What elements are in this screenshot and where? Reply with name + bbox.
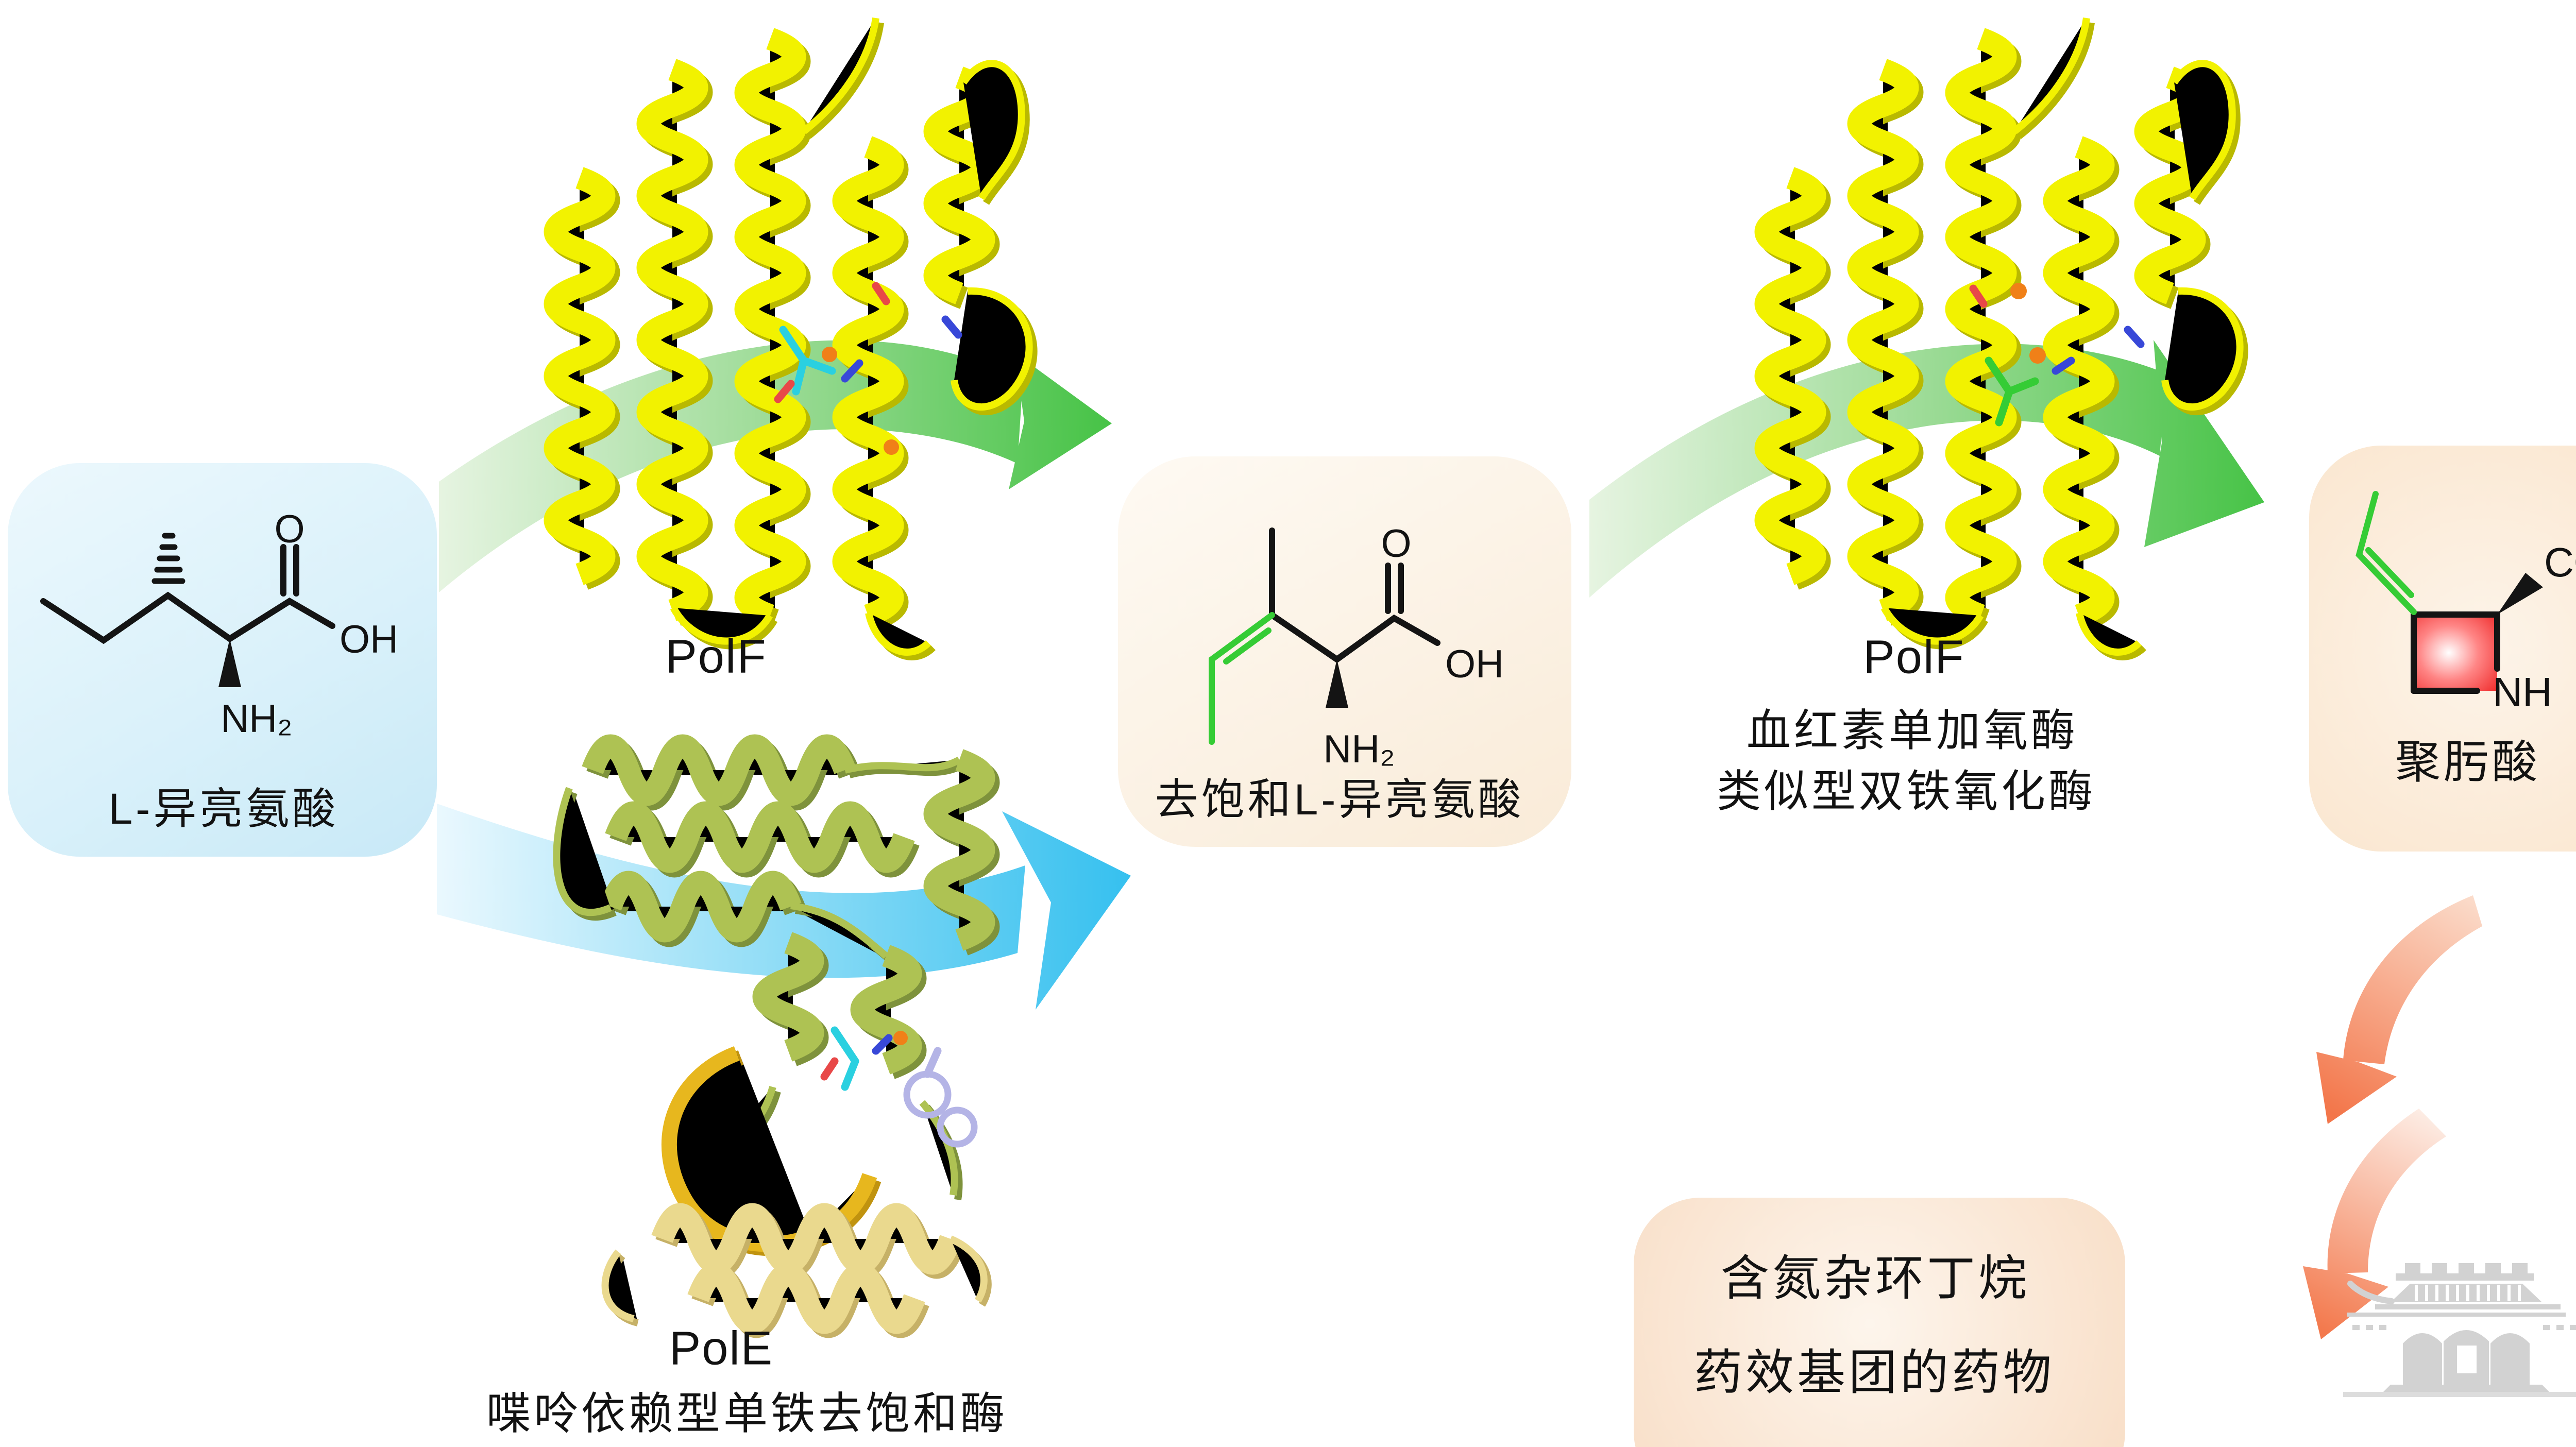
isoleucine-carbonyl-o-label: O xyxy=(274,507,305,552)
polf-right-description-line1: 血红素单加氧酶 xyxy=(1747,706,2078,756)
protein-ribbon-pole-icon xyxy=(556,746,988,1327)
polf-top-label: PolF xyxy=(665,630,767,683)
polyoximic-nh-label: NH xyxy=(2493,669,2552,715)
substrate-label: L-异亮氨酸 xyxy=(108,784,339,833)
drug-box-line1: 含氮杂环丁烷 xyxy=(1720,1251,2030,1305)
substrate-box xyxy=(8,463,437,857)
polf-right-label: PolF xyxy=(1863,631,1965,684)
blue-arrow-icon xyxy=(437,804,1131,1010)
polf-right-description-line2: 类似型双铁氧化酶 xyxy=(1717,767,2096,816)
polyoximic-cooh-label: COOH xyxy=(2544,539,2576,585)
molecule-l-isoleucine-icon xyxy=(40,533,335,687)
desaturated-carbonyl-o-label: O xyxy=(1381,522,1412,566)
protein-ribbon-polf-right-icon xyxy=(1766,18,2245,657)
protein-ribbon-polf-top-icon xyxy=(555,18,1034,657)
isoleucine-hydroxyl-label: OH xyxy=(340,618,398,662)
molecule-desaturated-isoleucine-icon xyxy=(1209,527,1440,745)
orange-arrow-1-icon xyxy=(2316,895,2482,1124)
molecule-polyoximic-acid-icon xyxy=(2355,491,2543,694)
product-label: 聚肟酸 xyxy=(2395,736,2541,788)
orange-arrow-2-icon xyxy=(2303,1109,2446,1339)
intermediate-label: 去饱和L-异亮氨酸 xyxy=(1155,775,1524,824)
pole-label: PolE xyxy=(669,1322,774,1375)
pole-description: 喋呤依赖型单铁去饱和酶 xyxy=(486,1389,1008,1439)
desaturated-amine-label: NH₂ xyxy=(1323,727,1395,772)
isoleucine-amine-label: NH₂ xyxy=(221,697,293,741)
desaturated-hydroxyl-label: OH xyxy=(1445,642,1504,687)
university-gate-watermark-icon xyxy=(2343,1263,2576,1397)
drug-box-line2: 药效基团的药物 xyxy=(1693,1345,2055,1400)
drug-box xyxy=(1634,1198,2125,1447)
